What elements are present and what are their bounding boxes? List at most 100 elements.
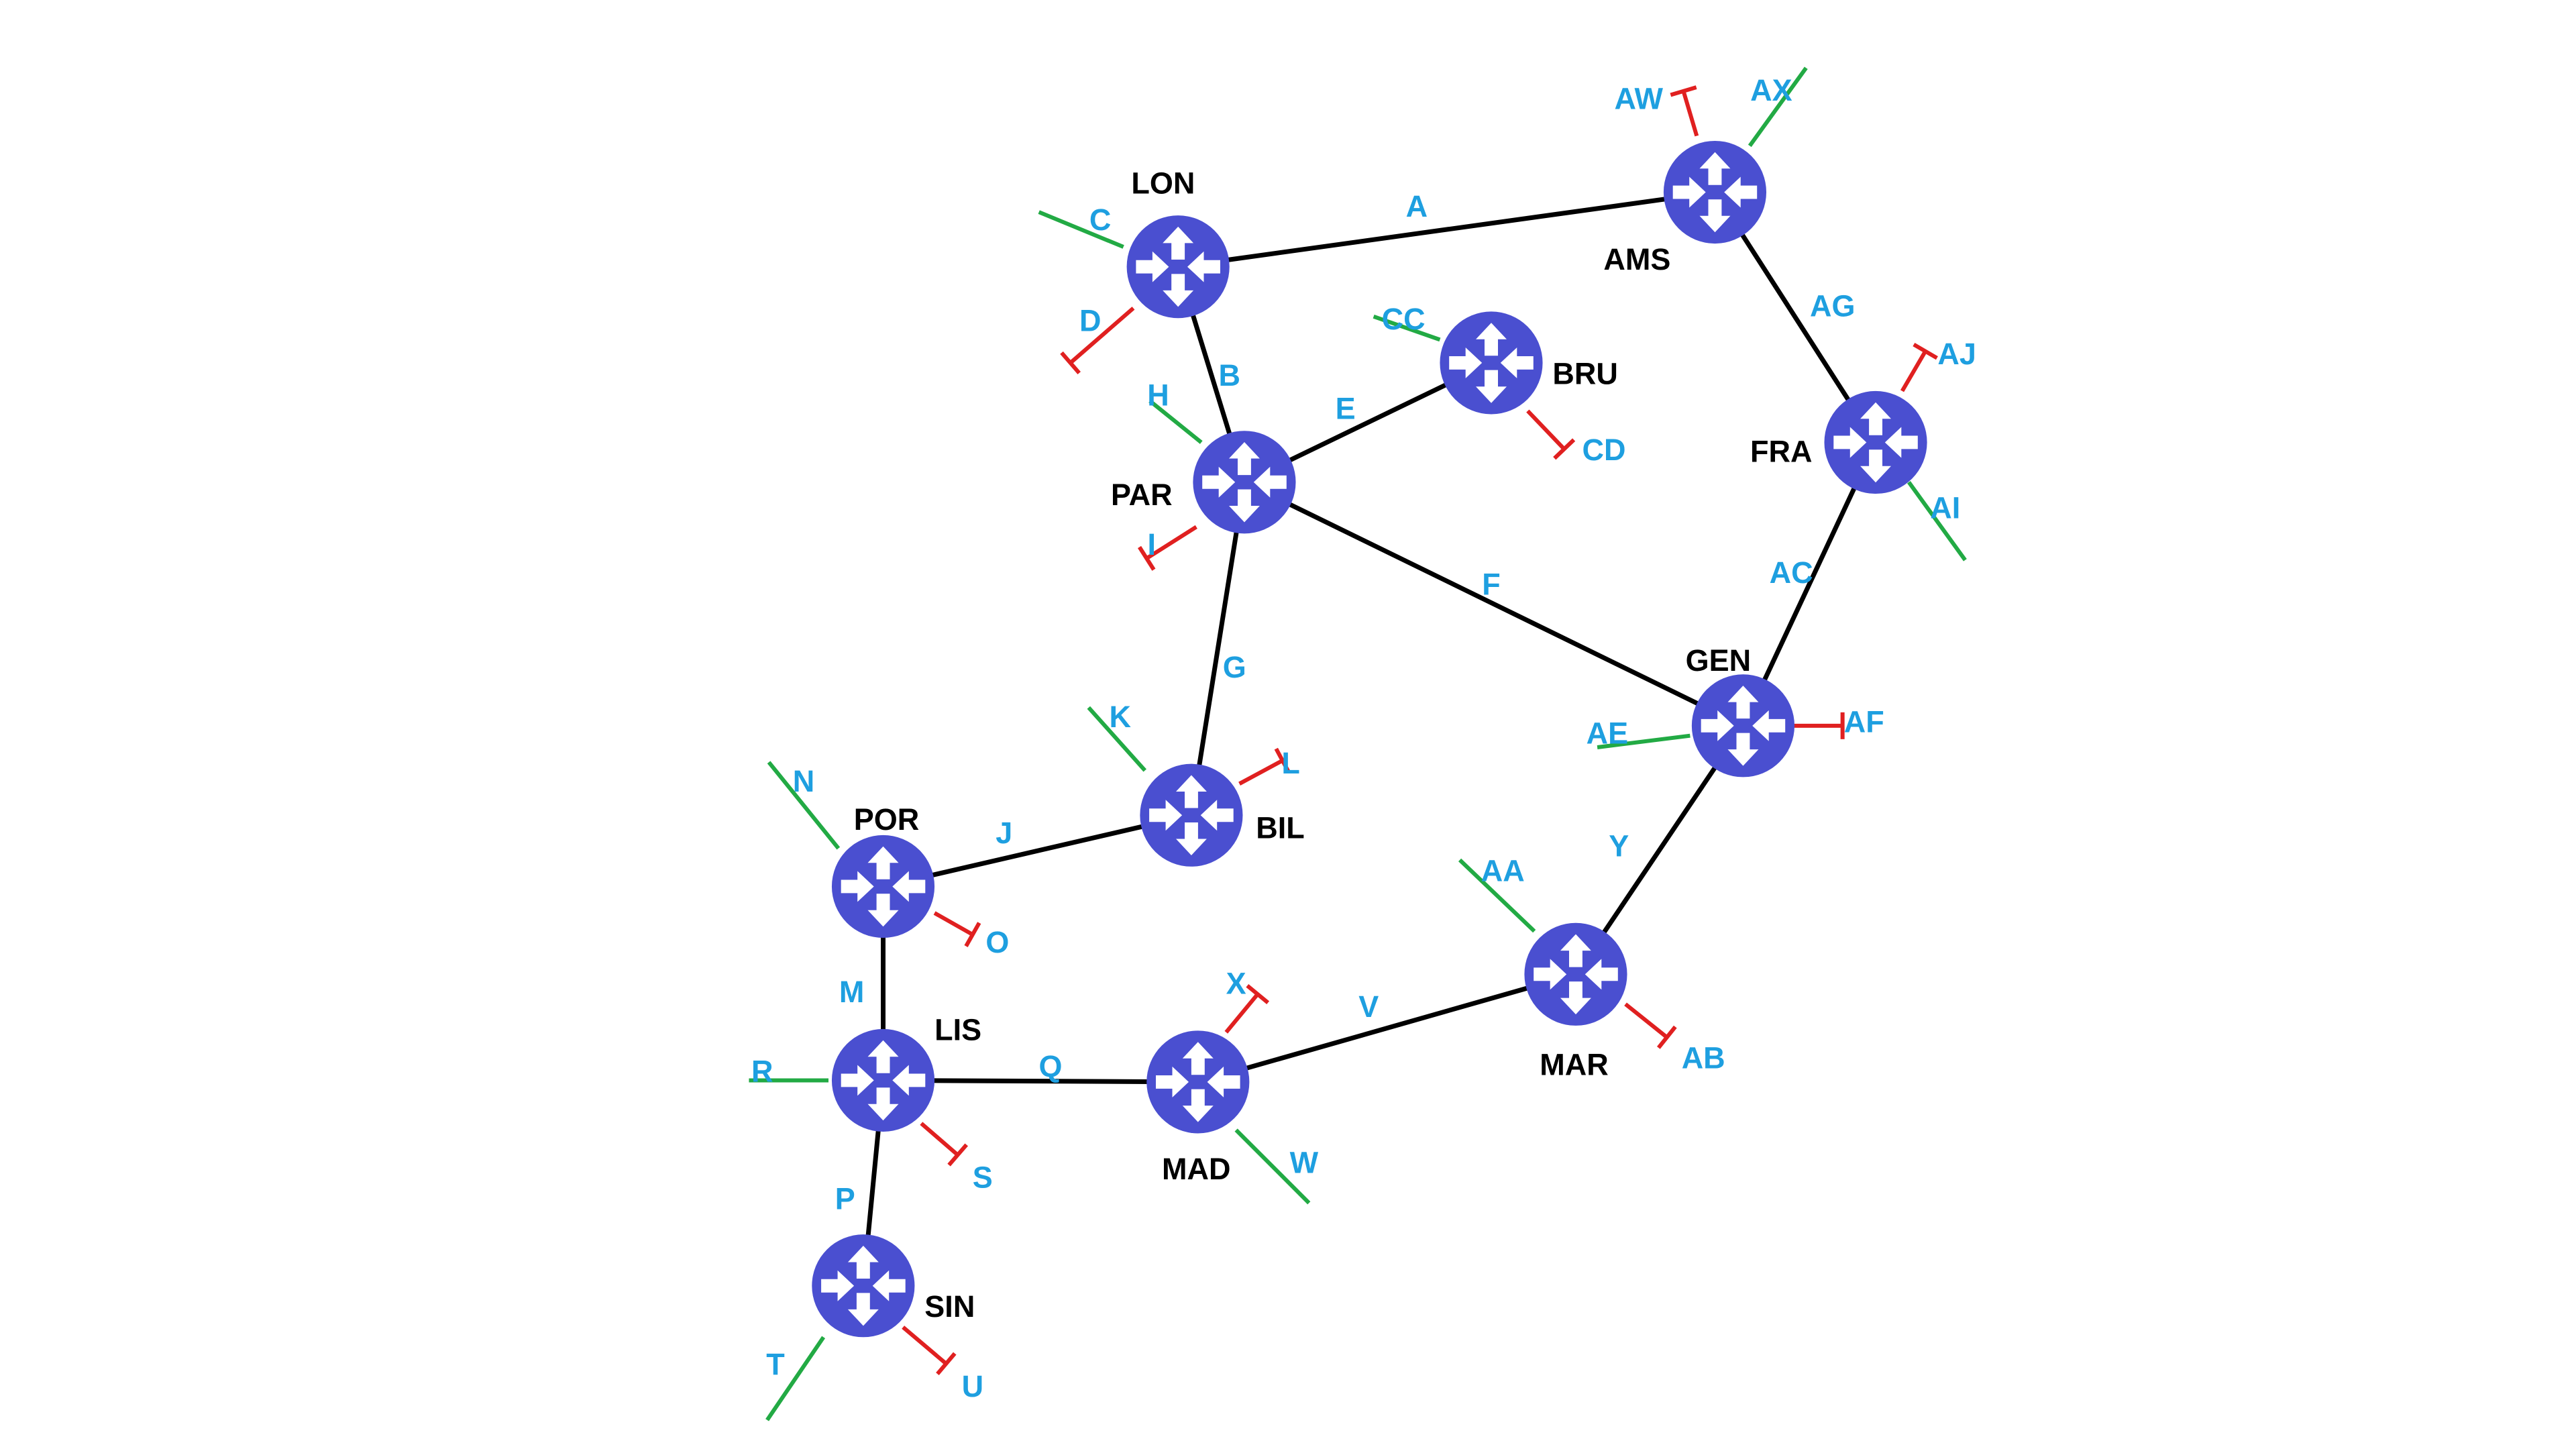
stub-c-up[interactable] — [1038, 210, 1124, 249]
stub-end-cap — [1060, 351, 1081, 374]
stub-t-up[interactable] — [765, 1336, 826, 1421]
link-f[interactable] — [1243, 480, 1744, 729]
stub-label-ai: AI — [1930, 491, 1960, 525]
stub-ae-up[interactable] — [1597, 733, 1690, 749]
router-par[interactable] — [1193, 431, 1296, 534]
stub-label-aw: AW — [1615, 82, 1664, 116]
stub-label-ab: AB — [1682, 1041, 1725, 1075]
link-label-m: M — [839, 975, 865, 1009]
link-v[interactable] — [1197, 972, 1576, 1085]
router-lon[interactable] — [1126, 215, 1230, 319]
router-bru[interactable] — [1440, 311, 1543, 415]
stub-line — [1900, 350, 1927, 392]
router-icon — [1824, 390, 1927, 494]
stub-line — [1748, 66, 1808, 148]
stub-k-up[interactable] — [1087, 706, 1147, 772]
stub-line — [1597, 733, 1690, 749]
stub-w-up[interactable] — [1234, 1128, 1311, 1205]
arrow-right-icon — [1534, 959, 1567, 990]
stub-label-d: D — [1079, 304, 1102, 338]
stub-line — [1238, 759, 1284, 786]
router-label-fra: FRA — [1750, 435, 1812, 469]
link-label-q: Q — [1038, 1049, 1062, 1083]
stub-l-down[interactable] — [1238, 747, 1291, 786]
router-icon — [1140, 763, 1243, 867]
stub-aa-up[interactable] — [1458, 858, 1536, 933]
link-q[interactable] — [883, 1077, 1198, 1085]
stub-line — [933, 911, 974, 936]
link-label-f: F — [1482, 567, 1501, 601]
stub-end-cap — [1656, 1025, 1677, 1049]
stub-o-down[interactable] — [933, 911, 981, 947]
router-lis[interactable] — [831, 1028, 935, 1132]
router-icon — [1440, 311, 1543, 415]
stub-cc-up[interactable] — [1373, 314, 1441, 342]
stub-label-x: X — [1226, 967, 1246, 1001]
router-label-mad: MAD — [1162, 1152, 1230, 1186]
stub-line — [1681, 90, 1699, 137]
arrow-left-icon — [892, 1065, 926, 1096]
arrow-up-icon — [847, 1246, 879, 1279]
arrow-right-icon — [841, 1065, 874, 1096]
stub-label-l: L — [1281, 746, 1300, 780]
stub-line — [1145, 525, 1197, 560]
stub-line — [1038, 210, 1124, 249]
stub-label-aa: AA — [1481, 854, 1525, 888]
router-icon — [812, 1234, 915, 1338]
stub-label-c: C — [1089, 203, 1112, 237]
router-mar[interactable] — [1524, 922, 1627, 1026]
stub-u-down[interactable] — [902, 1326, 957, 1376]
arrow-left-icon — [872, 1270, 906, 1301]
router-label-gen: GEN — [1686, 643, 1752, 678]
arrow-down-icon — [1860, 449, 1891, 483]
router-fra[interactable] — [1824, 390, 1927, 494]
router-gen[interactable] — [1691, 674, 1795, 777]
stub-ab-down[interactable] — [1624, 1002, 1677, 1049]
arrow-down-icon — [867, 894, 899, 927]
routers-layer — [812, 140, 1927, 1338]
arrow-right-icon — [1136, 251, 1169, 282]
stub-end-cap — [1274, 747, 1291, 773]
arrow-left-icon — [1724, 176, 1758, 208]
stub-cd-down[interactable] — [1526, 409, 1576, 460]
link-g[interactable] — [1189, 482, 1247, 816]
stub-s-down[interactable] — [920, 1122, 969, 1167]
arrow-left-icon — [1187, 251, 1220, 282]
stub-line — [920, 1122, 959, 1157]
arrow-up-icon — [1182, 1042, 1214, 1075]
stub-ai-up[interactable] — [1907, 481, 1967, 561]
router-bil[interactable] — [1140, 763, 1243, 867]
stub-label-cd: CD — [1582, 433, 1626, 467]
router-sin[interactable] — [812, 1234, 915, 1338]
stub-label-h: H — [1147, 378, 1169, 413]
stub-n-up[interactable] — [767, 761, 841, 850]
arrow-right-icon — [1202, 466, 1236, 498]
stub-line — [1069, 307, 1135, 365]
stub-aj-down[interactable] — [1900, 342, 1938, 392]
link-ac[interactable] — [1741, 441, 1878, 727]
stub-x-down[interactable] — [1224, 983, 1270, 1034]
stub-label-w: W — [1290, 1145, 1319, 1179]
link-a[interactable] — [1177, 190, 1715, 270]
router-mad[interactable] — [1146, 1030, 1250, 1134]
arrow-up-icon — [1176, 775, 1207, 808]
stub-h-up[interactable] — [1148, 399, 1203, 444]
arrow-down-icon — [1176, 822, 1207, 855]
arrow-right-icon — [1149, 800, 1183, 831]
stub-line — [1234, 1128, 1311, 1205]
stub-line — [1907, 481, 1967, 561]
arrow-down-icon — [1182, 1089, 1214, 1122]
router-ams[interactable] — [1663, 140, 1767, 244]
router-por[interactable] — [831, 835, 935, 938]
stub-aw-down[interactable] — [1670, 85, 1699, 137]
stub-i-down[interactable] — [1138, 525, 1197, 571]
stub-label-cc: CC — [1382, 302, 1426, 336]
stub-d-down[interactable] — [1060, 307, 1135, 374]
arrow-left-icon — [892, 871, 926, 902]
link-label-v: V — [1358, 989, 1379, 1024]
stub-af-down[interactable] — [1792, 712, 1845, 739]
arrow-right-icon — [1701, 710, 1734, 741]
stub-end-cap — [936, 1352, 957, 1376]
stub-ax-up[interactable] — [1748, 66, 1808, 148]
link-j[interactable] — [882, 812, 1192, 889]
